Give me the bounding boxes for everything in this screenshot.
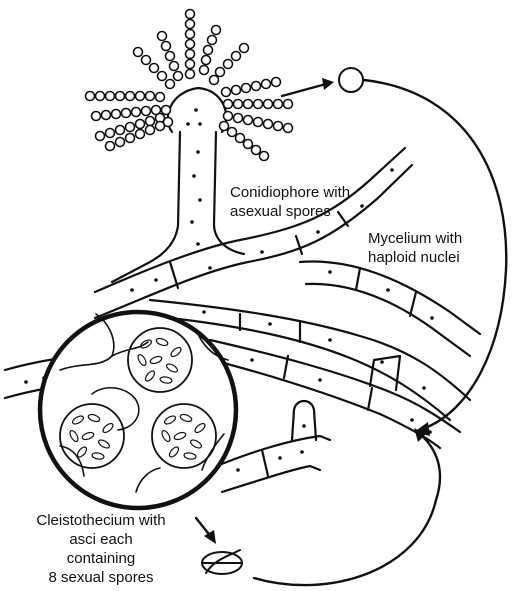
life-cycle-arrows bbox=[196, 78, 506, 585]
label-conidiophore: Conidiophore with asexual spores bbox=[230, 183, 350, 221]
label-mycelium-line-2: haploid nuclei bbox=[368, 248, 462, 267]
label-cleistothecium-line-3: containing bbox=[8, 549, 194, 568]
released-asexual-spore bbox=[339, 68, 363, 92]
cleistothecium bbox=[40, 312, 236, 508]
label-cleistothecium-line-1: Cleistothecium with bbox=[8, 511, 194, 530]
label-mycelium-line-1: Mycelium with bbox=[368, 229, 462, 248]
label-conidiophore-line-2: asexual spores bbox=[230, 202, 350, 221]
label-cleistothecium-line-2: asci each bbox=[8, 530, 194, 549]
label-conidiophore-line-1: Conidiophore with bbox=[230, 183, 350, 202]
label-cleistothecium: Cleistothecium with asci each containing… bbox=[8, 511, 194, 587]
released-sexual-spore bbox=[202, 550, 242, 574]
label-mycelium: Mycelium with haploid nuclei bbox=[368, 229, 462, 267]
label-cleistothecium-line-4: 8 sexual spores bbox=[8, 568, 194, 587]
asexual-spore-chains bbox=[86, 10, 293, 161]
